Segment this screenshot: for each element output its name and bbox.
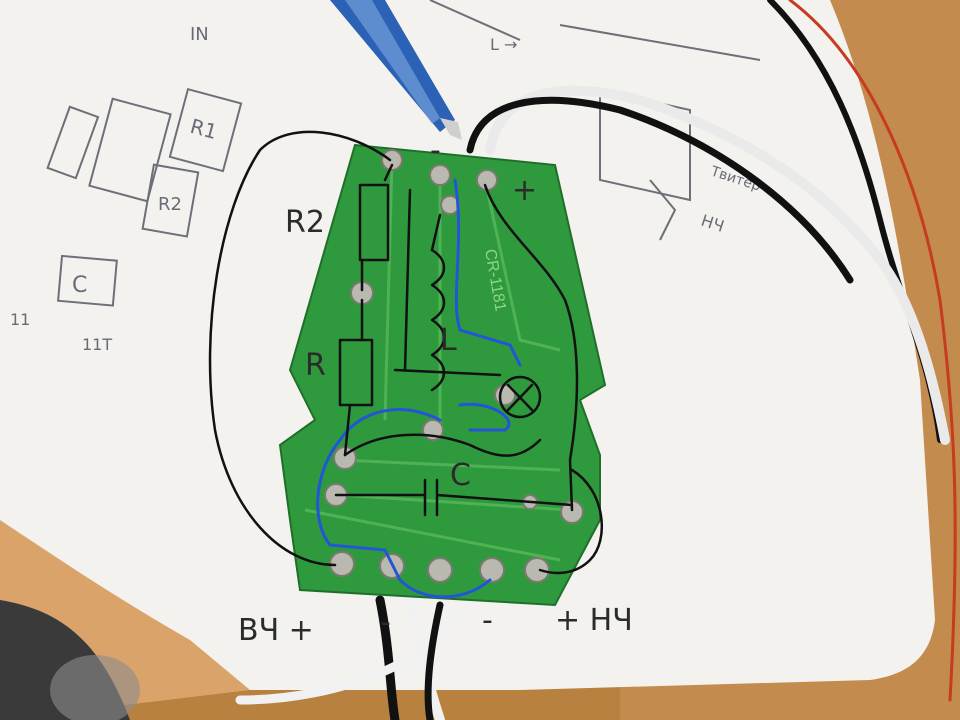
ink-schematic: [208, 130, 604, 575]
blue-trace-drawing: [316, 178, 522, 599]
ink-lamp-circle: [498, 375, 542, 419]
paper-label-in: IN: [190, 24, 209, 45]
pen: [330, 0, 462, 140]
paper-label-c: C: [72, 273, 87, 298]
paper-label-11: 11: [10, 310, 30, 329]
label-hf-plus: ВЧ +: [238, 613, 314, 648]
label-minus-right: -: [482, 603, 493, 638]
label-lf-plus: + НЧ: [555, 603, 633, 638]
paper-sketches: [46, 0, 761, 307]
label-r1: R: [305, 348, 326, 383]
label-r2: R2: [285, 205, 325, 240]
label-top-plus: +: [512, 173, 537, 208]
label-minus-left: -: [380, 605, 391, 640]
label-top-minus: -: [430, 133, 441, 168]
paper-label-arrows: L →: [490, 35, 517, 54]
label-capacitor: C: [450, 458, 471, 493]
cloth-light: [50, 655, 140, 720]
wires: [235, 0, 957, 720]
paper-label-11t: 11T: [82, 335, 112, 354]
ink-r2-box: [358, 183, 390, 262]
paper-label-r2: R2: [158, 194, 182, 215]
ink-r1-box: [338, 338, 374, 407]
label-inductor: L: [440, 323, 457, 358]
